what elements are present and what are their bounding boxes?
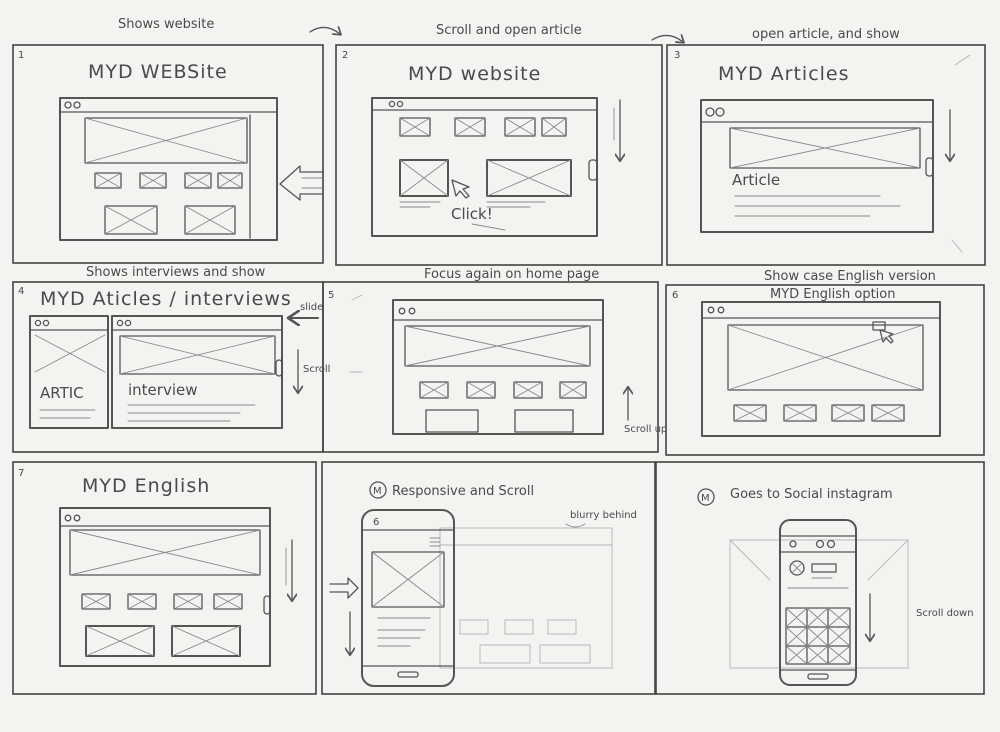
blurred-desktop [729,539,909,669]
svg-text:3: 3 [674,50,680,61]
window-dot-icon [396,100,404,108]
panel-frames [12,44,986,695]
panel-3-title: MYD Articles [718,63,850,85]
panel-5: 5 Scroll up [328,290,667,435]
thumbnail-row [733,404,905,422]
mobile-badge-icon [697,488,715,506]
panel-1-title: MYD WEBSite [88,61,228,83]
caption-4: Shows interviews and show [86,265,266,280]
language-toggle-icon [872,321,886,331]
browser-window-left [29,315,109,429]
window-dot-icon [116,319,124,327]
thumbnail-row [399,117,567,137]
thumbnail-row [94,172,243,189]
article-label: ARTIC [40,384,84,402]
panel-1: 1 MYD WEBSite [18,50,323,241]
svg-text:M: M [373,486,382,497]
camera-icon [789,540,797,548]
scroll-up-note: Scroll up [624,424,667,435]
hero-image-placeholder [84,117,248,164]
panel-6-title: MYD English option [770,287,895,302]
panel-8: M Responsive and Scroll blurry behind 6 [329,481,637,687]
panel-3: 3 MYD Articles Article [674,50,971,253]
profile-avatar-icon [789,560,805,576]
thumbnail-row [81,593,243,610]
svg-text:M: M [701,493,710,504]
story-dot-icon [815,539,825,549]
browser-window [700,99,934,233]
arrow-right-icon [329,577,359,599]
phone [779,519,857,686]
panel-7-title: MYD English [82,475,210,497]
interview-label: interview [128,381,198,399]
window-dot-icon [34,319,42,327]
window-dot-icon [73,514,81,522]
article-label: Article [732,171,780,189]
story-dot-icon [826,539,836,549]
panel-9-title: Goes to Social instagram [730,487,893,502]
slide-note: slide [300,302,323,313]
arrow-icon [651,35,683,42]
window-dot-icon [388,100,396,108]
photo-grid [785,607,851,665]
window-dot-icon [707,306,715,314]
window-dot-icon [42,319,50,327]
window-dot-icon [717,306,725,314]
window-dot-icon [398,307,406,315]
window-dot-icon [73,101,81,109]
window-dot-icon [705,107,715,117]
cursor-icon [879,329,894,344]
browser-window [59,97,278,241]
svg-text:2: 2 [342,50,348,61]
svg-text:4: 4 [18,286,24,297]
scroll-down-note: Scroll down [916,608,974,619]
svg-text:6: 6 [672,290,678,301]
svg-text:5: 5 [328,290,334,301]
panel-4: 4 MYD Aticles / interviews ARTIC intervi… [18,286,330,429]
caption-3: open article, and show [752,27,900,42]
caption-5: Focus again on home page [424,267,599,282]
mobile-badge-icon [369,481,387,499]
caption-6: Show case English version [764,269,936,284]
browser-window [392,299,604,435]
window-dot-icon [715,107,725,117]
browser-window-right [111,315,283,429]
window-dot-icon [408,307,416,315]
cursor-icon [451,179,470,199]
panel-2-title: MYD website [408,63,541,85]
caption-2: Scroll and open article [436,23,582,38]
panel-6: 6 MYD English option [672,287,941,437]
arrow-icon [309,27,340,34]
window-dot-icon [124,319,132,327]
blurred-desktop [439,527,613,669]
caption-1: Shows website [118,17,214,32]
big-arrow-left-icon [279,165,323,201]
window-dot-icon [64,101,72,109]
phone [361,509,455,687]
panel-9: M Goes to Social instagram Scroll down [697,487,974,686]
svg-text:6: 6 [373,517,379,528]
panel-8-title: Responsive and Scroll [392,484,534,499]
browser-window [59,507,271,667]
svg-text:7: 7 [18,468,24,479]
panel-2: 2 MYD website Click! [342,50,620,237]
panel-4-title: MYD Aticles / interviews [40,288,292,310]
svg-text:1: 1 [18,50,24,61]
panel-7: 7 MYD English [18,468,292,667]
scroll-note: Scroll [303,364,330,375]
blurry-note: blurry behind [570,510,637,521]
click-label: Click! [451,205,493,223]
window-dot-icon [64,514,72,522]
browser-window [701,301,941,437]
thumbnail-row [419,381,587,399]
